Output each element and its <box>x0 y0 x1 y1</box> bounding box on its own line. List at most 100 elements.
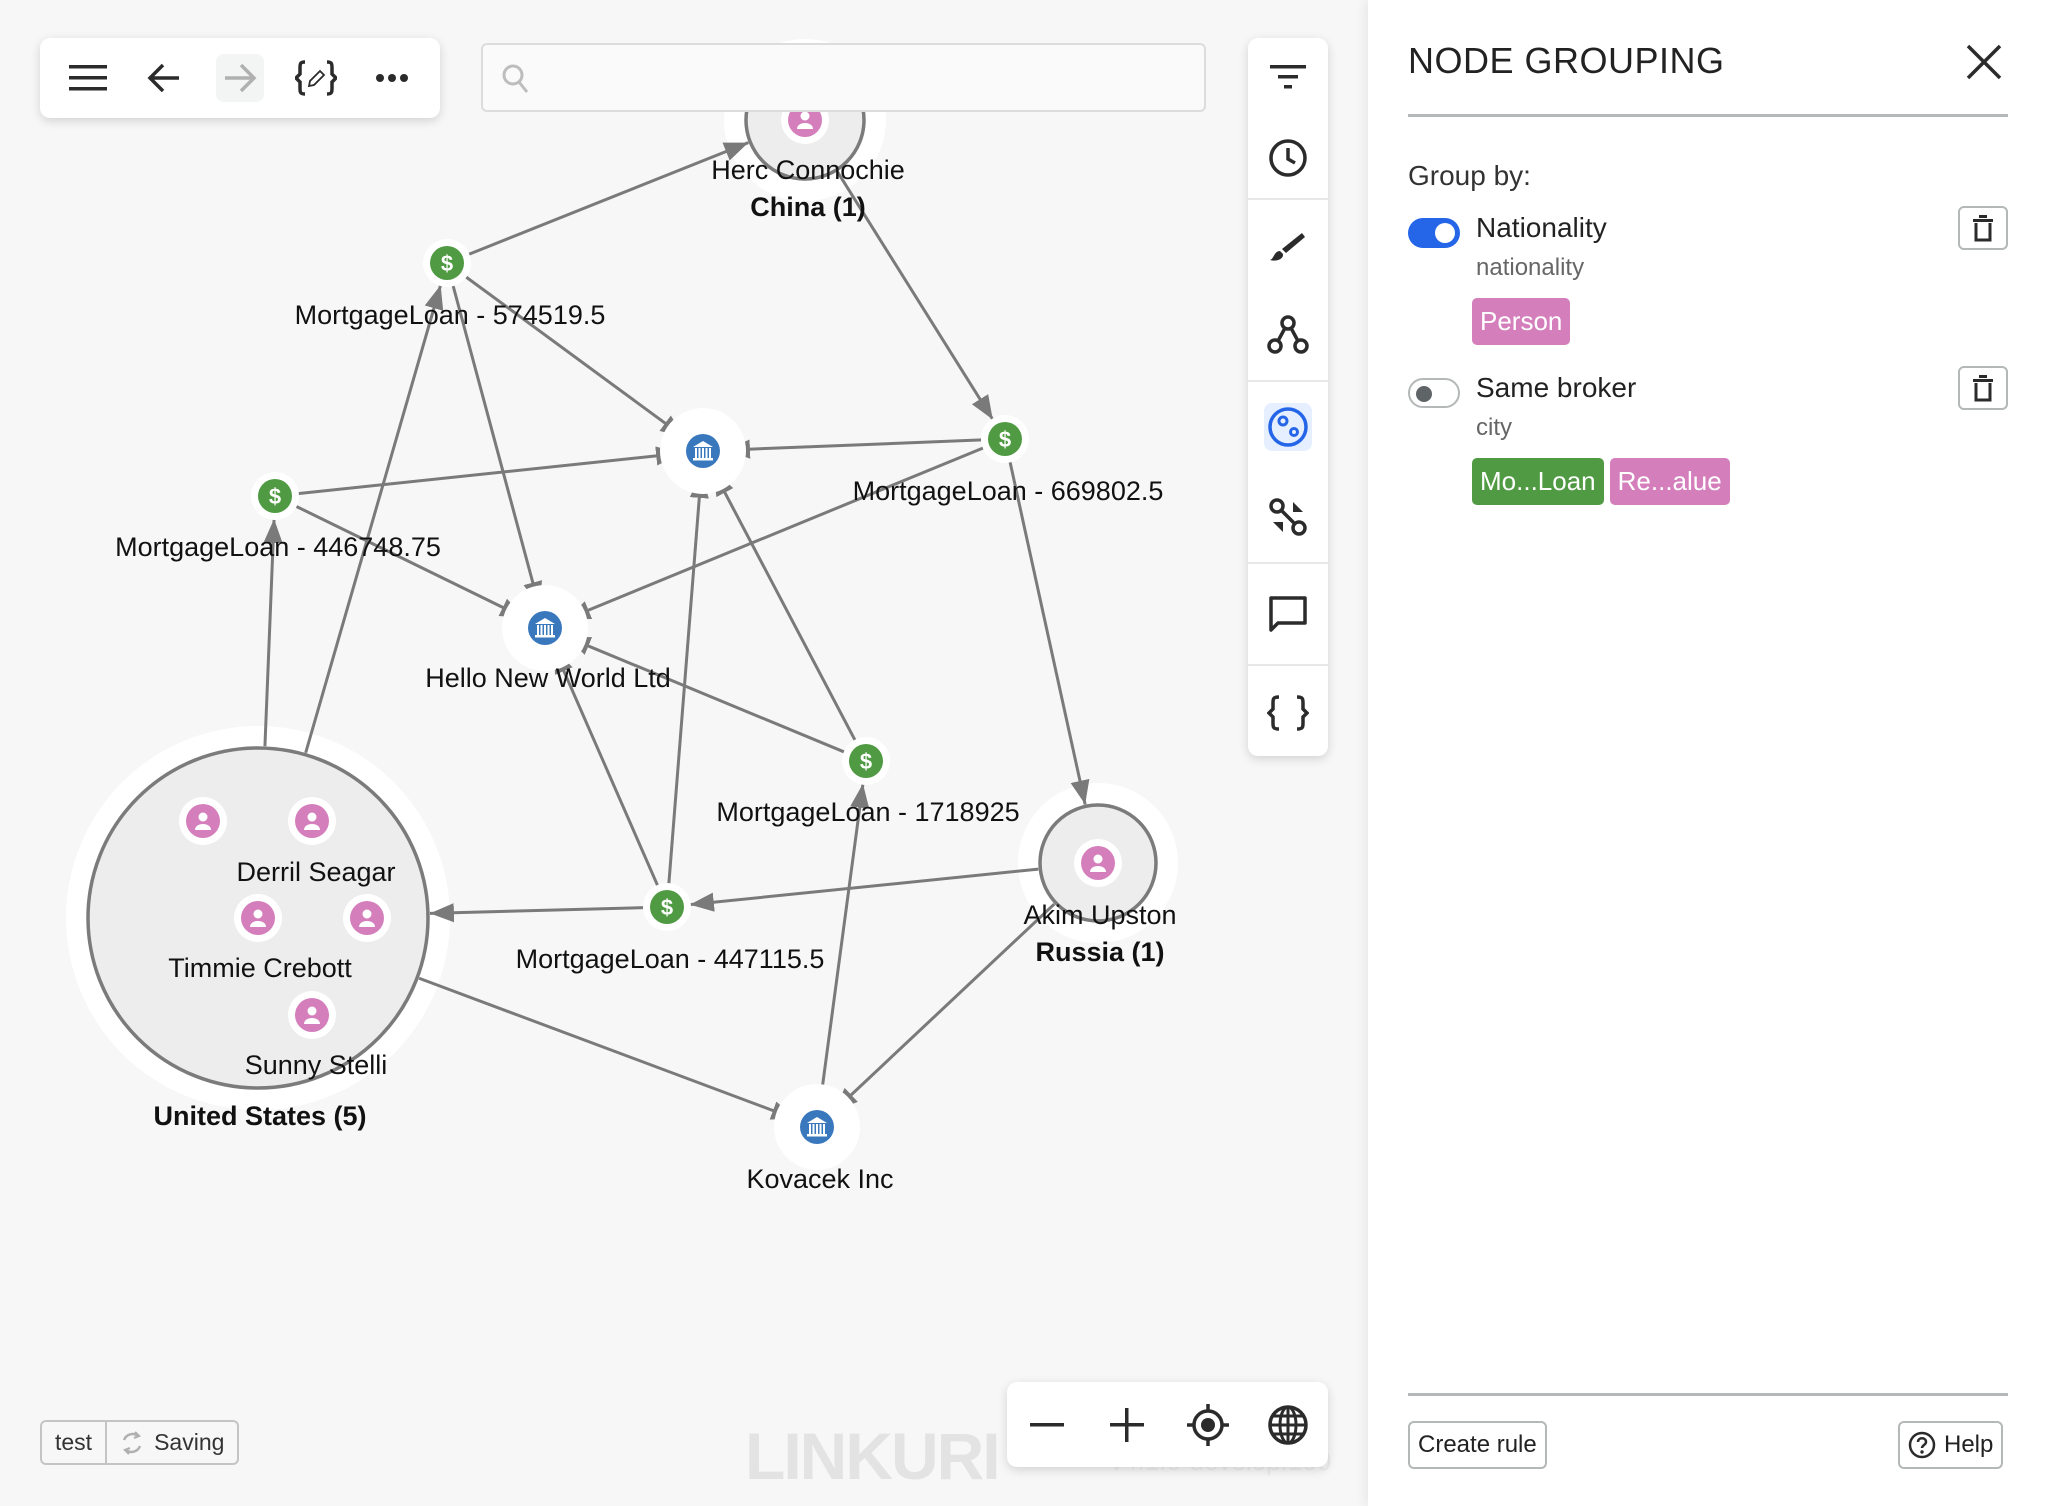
edge-ml574-bank_top[interactable] <box>464 275 686 439</box>
edge-us-ml446[interactable] <box>263 518 283 747</box>
node-label-hnw: Hello New World Ltd <box>425 663 671 693</box>
node-grouping-button[interactable] <box>1264 403 1312 451</box>
edit-query-button[interactable] <box>292 54 340 102</box>
layout-button[interactable] <box>1264 311 1312 359</box>
edge-ml574-hnw[interactable] <box>451 284 543 607</box>
node-ml446[interactable]: $ <box>251 472 299 520</box>
edge-ml669-hnw[interactable] <box>565 446 985 621</box>
search-icon <box>502 64 529 93</box>
delete-rule-button[interactable] <box>1958 206 2008 250</box>
graph-visualization[interactable]: $ $ $ $ $ <box>0 0 1368 1506</box>
graph-canvas[interactable]: $$$$$ Herc Connochie China (1) MortgageL… <box>0 0 1368 1506</box>
edit-query-icon <box>295 60 337 96</box>
node-kovacek[interactable] <box>774 1084 860 1170</box>
node-us3[interactable] <box>234 894 282 942</box>
edge-ml447-us[interactable] <box>429 903 645 923</box>
edge-kovacek-ml1718[interactable] <box>818 783 870 1105</box>
query-button[interactable] <box>1264 689 1312 737</box>
edge-ml669-russia[interactable] <box>1008 461 1090 805</box>
center-button[interactable] <box>1184 1401 1232 1449</box>
node-label-ml446: MortgageLoan - 446748.75 <box>115 532 441 562</box>
rule-name: Same broker <box>1476 372 1637 403</box>
divider <box>1408 1393 2008 1396</box>
design-icon <box>1270 233 1305 261</box>
edge-ml574-china[interactable] <box>467 141 749 256</box>
node-us5[interactable] <box>288 991 336 1039</box>
sync-icon <box>122 1430 142 1455</box>
history-button[interactable] <box>1264 134 1312 182</box>
edge-grouping-button[interactable] <box>1264 493 1312 541</box>
edge-russia-kovacek[interactable] <box>832 902 1056 1113</box>
edge-ml447-bank_top[interactable] <box>667 473 709 885</box>
node-label-timmie: Timmie Crebott <box>168 953 352 983</box>
edge-russia-ml447[interactable] <box>689 867 1039 912</box>
history-icon <box>1269 139 1307 177</box>
edge-ml669-bank_top[interactable] <box>725 438 983 459</box>
edge-ml447-hnw[interactable] <box>552 648 660 887</box>
dollar-icon: $ <box>661 895 673 920</box>
forward-arrow-icon <box>225 63 257 93</box>
zoom-out-icon <box>1030 1422 1065 1426</box>
group-label-russia: Russia (1) <box>1035 937 1165 967</box>
edge-ml446-hnw[interactable] <box>295 504 525 620</box>
help-icon <box>1908 1431 1936 1459</box>
node-ml669[interactable]: $ <box>981 415 1029 463</box>
person-icon <box>797 111 813 129</box>
close-icon <box>1966 44 2002 80</box>
rule-toggle[interactable] <box>1408 378 1460 408</box>
more-button[interactable] <box>368 54 416 102</box>
design-button[interactable] <box>1264 221 1312 269</box>
node-ml1718[interactable]: $ <box>842 737 890 785</box>
node-label-ml669: MortgageLoan - 669802.5 <box>852 476 1164 506</box>
bank-icon <box>693 441 713 461</box>
more-icon <box>376 74 408 82</box>
close-button[interactable] <box>1962 40 2006 84</box>
edge-china-ml669[interactable] <box>836 170 995 421</box>
node-label-ml447: MortgageLoan - 447115.5 <box>515 944 825 974</box>
menu-button[interactable] <box>64 54 112 102</box>
node-label-ml574: MortgageLoan - 574519.5 <box>294 300 606 330</box>
forward-button[interactable] <box>216 54 264 102</box>
node-label-kovacek: Kovacek Inc <box>746 1164 894 1194</box>
filter-icon <box>1270 65 1306 89</box>
node-ml447[interactable]: $ <box>643 883 691 931</box>
rule-toggle[interactable] <box>1408 218 1460 248</box>
search-input[interactable] <box>543 55 1187 102</box>
bank-icon <box>535 618 555 638</box>
edge-grouping-icon <box>1269 498 1307 536</box>
menu-icon <box>69 65 107 91</box>
node-us2[interactable] <box>288 797 336 845</box>
node-hnw[interactable] <box>502 585 588 671</box>
help-button[interactable]: Help <box>1898 1421 2004 1469</box>
node-label-ml1718: MortgageLoan - 1718925 <box>716 797 1020 827</box>
workspace-status: test Saving <box>40 1420 240 1465</box>
person-icon <box>359 909 375 927</box>
back-button[interactable] <box>140 54 188 102</box>
edge-ml446-bank_top[interactable] <box>297 446 681 496</box>
node-bank_top[interactable] <box>660 408 746 494</box>
node-us1[interactable] <box>179 797 227 845</box>
zoom-out-button[interactable] <box>1023 1401 1071 1449</box>
edge-ml1718-hnw[interactable] <box>565 635 846 754</box>
node-grouping-panel: NODE GROUPING Group by: Nationality nati… <box>1368 0 2050 1506</box>
delete-rule-button[interactable] <box>1958 366 2008 410</box>
save-status: Saving <box>105 1422 237 1463</box>
node-grouping-icon <box>1268 407 1308 447</box>
node-us4[interactable] <box>343 894 391 942</box>
search-bar[interactable] <box>481 43 1206 112</box>
edge-us-ml574[interactable] <box>304 284 444 754</box>
create-rule-button[interactable]: Create rule <box>1408 1421 1547 1469</box>
node-ml574[interactable]: $ <box>423 239 471 287</box>
geo-mode-button[interactable] <box>1264 1401 1312 1449</box>
edge-us-kovacek[interactable] <box>418 976 796 1121</box>
rule-property: city <box>1476 414 1512 441</box>
person-icon <box>304 1006 320 1024</box>
workspace-name[interactable]: test <box>55 1429 93 1455</box>
dollar-icon: $ <box>860 749 872 774</box>
zoom-in-button[interactable] <box>1103 1401 1151 1449</box>
annotation-button[interactable] <box>1264 590 1312 638</box>
person-icon <box>195 812 211 830</box>
node-akim[interactable] <box>1074 839 1122 887</box>
edge-ml1718-bank_top[interactable] <box>712 470 857 742</box>
filter-button[interactable] <box>1264 54 1312 102</box>
